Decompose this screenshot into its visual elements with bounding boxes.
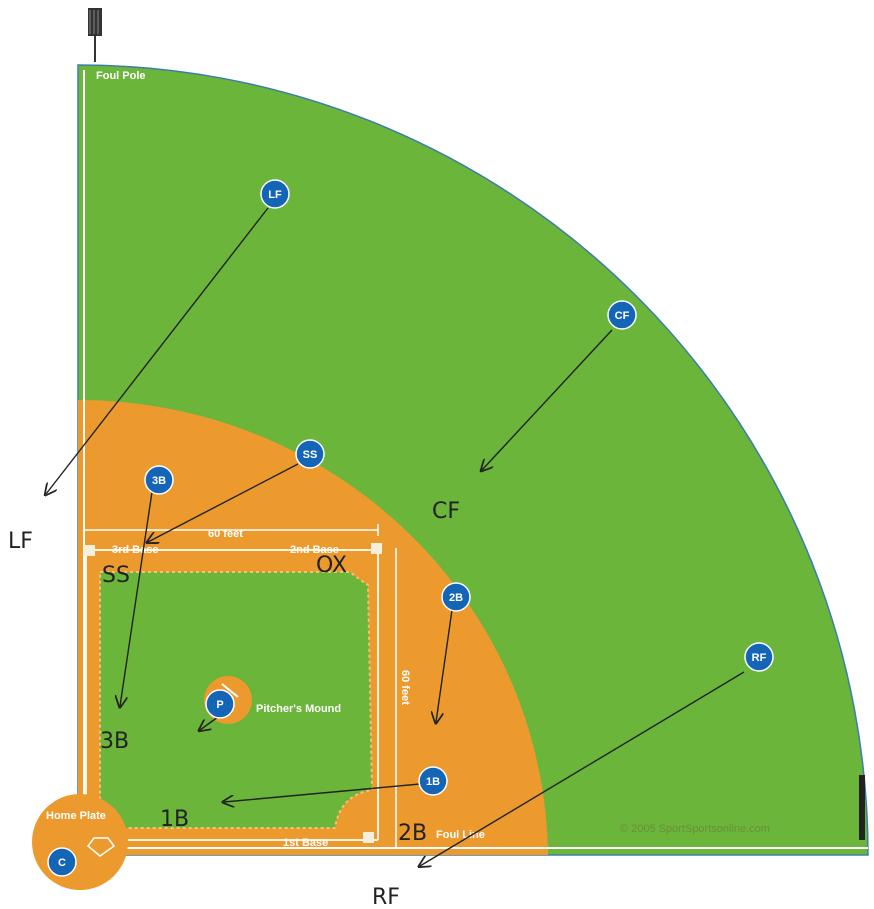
marker-lf-label: LF <box>268 189 282 201</box>
foul-line-label: Foul Line <box>436 829 485 841</box>
marker-ss-label: SS <box>303 449 318 461</box>
second-base-label: 2nd Base <box>290 544 339 556</box>
handwritten-lf: LF <box>8 529 33 554</box>
third-base-label: 3rd Base <box>112 544 158 556</box>
marker-c-label: C <box>58 857 66 869</box>
foul-pole-label: Foul Pole <box>96 70 146 82</box>
base-paths <box>85 549 379 841</box>
handwritten-2b: 2B <box>398 821 427 846</box>
marker-ss: SS <box>295 439 325 469</box>
arrow-2b <box>436 609 453 722</box>
handwritten-cf: CF <box>432 499 460 524</box>
handwritten-ss: SS <box>102 563 130 588</box>
marker-cf-label: CF <box>615 310 630 322</box>
right-foul-pole-icon <box>859 775 865 840</box>
sixty-feet-side-label: 60 feet <box>399 670 411 705</box>
marker-p: P <box>205 689 235 719</box>
marker-3b-label: 3B <box>152 475 166 487</box>
arrow-cf <box>482 329 613 470</box>
first-base-label: 1st Base <box>283 837 328 849</box>
arrow-ss <box>148 463 299 542</box>
marker-cf: CF <box>607 300 637 330</box>
pitching-rubber <box>221 683 239 698</box>
pitchers-mound-label: Pitcher's Mound <box>256 703 341 715</box>
handwritten-3b: 3B <box>100 729 129 754</box>
marker-3b: 3B <box>144 465 174 495</box>
left-foul-pole-icon <box>88 8 102 62</box>
arrow-3b <box>120 491 153 706</box>
marker-c: C <box>47 847 77 877</box>
distance-marker-top <box>83 524 379 536</box>
marker-1b-label: 1B <box>426 776 440 788</box>
foul-lines <box>83 70 868 849</box>
arrow-rf <box>420 671 745 866</box>
handwritten-rf: RF <box>372 885 400 909</box>
third-base-bag <box>84 545 95 556</box>
handwritten-ox: OX <box>316 553 347 578</box>
copyright-label: © 2005 SportSportsonline.com <box>620 823 770 835</box>
sixty-feet-top-label: 60 feet <box>208 528 243 540</box>
first-base-bag <box>363 832 374 843</box>
arrow-1b <box>224 783 421 802</box>
home-plate-label: Home Plate <box>46 810 106 822</box>
marker-1b: 1B <box>418 766 448 796</box>
movement-arrows <box>46 207 745 866</box>
marker-lf: LF <box>260 179 290 209</box>
second-base-bag <box>371 543 382 554</box>
marker-rf: RF <box>744 642 774 672</box>
marker-2b: 2B <box>441 582 471 612</box>
home-plate-area <box>32 794 128 890</box>
arrow-lf <box>46 207 269 494</box>
home-plate-icon <box>86 837 116 857</box>
marker-2b-label: 2B <box>449 592 463 604</box>
handwritten-1b: 1B <box>160 807 189 832</box>
marker-p-label: P <box>216 699 223 711</box>
marker-rf-label: RF <box>752 652 767 664</box>
